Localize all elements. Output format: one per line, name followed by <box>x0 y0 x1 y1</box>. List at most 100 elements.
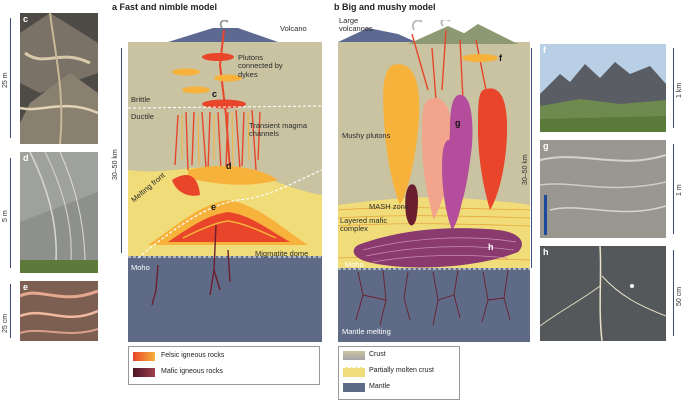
photo-c-texture <box>20 13 98 144</box>
migmatite-core <box>168 212 290 242</box>
marker-g: g <box>455 118 461 128</box>
upper-sill <box>462 54 498 62</box>
panel-a-letter: a <box>112 2 118 12</box>
photo-g-tag: g <box>543 141 549 151</box>
photo-g: g <box>540 140 666 238</box>
mafic-layers <box>362 237 517 263</box>
panel-b-depth-label: 30–50 km <box>522 154 529 185</box>
photo-h-scale: 50 cm <box>676 286 683 306</box>
legend-felsic-label: Felsic igneous rocks <box>161 352 225 359</box>
photo-e-tag: e <box>23 282 29 292</box>
photo-c-tag: c <box>23 14 29 24</box>
label-plutons: Plutons connected by dykes <box>238 53 283 79</box>
photo-f-texture <box>540 44 666 132</box>
small-intrusion <box>172 175 200 196</box>
plume-1 <box>412 20 423 31</box>
marker-d: d <box>226 161 232 171</box>
photo-d-texture <box>20 152 98 273</box>
brittle-ductile-line <box>128 105 322 109</box>
volcano-1 <box>338 28 416 42</box>
legend-partial-swatch <box>343 367 365 377</box>
legend-mafic-swatch <box>133 368 155 377</box>
photo-e-scale: 25 cm <box>2 313 9 333</box>
marker-h: h <box>488 242 494 252</box>
label-large-volcanoes: Large volcanoes <box>339 16 373 34</box>
panel-b-title: b Big and mushy model <box>334 2 436 12</box>
photo-g-scale: 1 m <box>676 184 683 196</box>
legend-felsic-swatch <box>133 352 155 361</box>
legend-mafic-label: Mafic igneous rocks <box>161 368 223 375</box>
mantle-melt-network <box>355 269 511 326</box>
photo-h-tag: h <box>543 247 549 257</box>
marker-e: e <box>211 202 217 212</box>
mantle-layer-b <box>338 268 530 342</box>
marker-c: c <box>212 89 218 99</box>
pluton-3 <box>214 74 242 82</box>
panel-a-diagram <box>128 20 322 342</box>
label-layered: Layered mafic complex <box>340 216 388 234</box>
plume-2 <box>440 20 451 27</box>
photo-c-scale-line <box>10 18 11 138</box>
photo-h: h <box>540 246 666 341</box>
label-moho-a: Moho <box>131 263 150 272</box>
panel-a-title-text: Fast and nimble model <box>119 2 218 12</box>
mafic-pod <box>405 184 418 226</box>
pluton-1 <box>202 53 234 61</box>
photo-d-scale-line <box>10 158 11 268</box>
pluton-5 <box>202 99 246 109</box>
panel-b-letter: b <box>334 2 340 12</box>
main-dyke <box>218 29 231 171</box>
label-transient: Transient magma channels <box>249 121 308 139</box>
panel-b-diagram <box>338 20 530 342</box>
photo-c-scale: 25 m <box>2 72 9 88</box>
legend-crust-swatch <box>343 351 365 360</box>
mushy-pluton-4 <box>478 88 508 210</box>
photo-f: f <box>540 44 666 132</box>
legend-crust-label: Crust <box>369 351 386 358</box>
mushy-pluton-5 <box>442 139 466 230</box>
transient-channels-light <box>181 111 250 167</box>
mafic-roots <box>151 224 231 306</box>
legend-a: Felsic igneous rocks Mafic igneous rocks <box>128 346 320 385</box>
panel-b-title-text: Big and mushy model <box>342 2 436 12</box>
label-mash: MASH zone <box>369 202 410 211</box>
photo-d-scale: 5 m <box>2 210 9 222</box>
photo-g-texture <box>540 140 666 238</box>
photo-e-scale-line <box>10 284 11 338</box>
photo-e-texture <box>20 281 98 341</box>
pluton-4 <box>182 86 210 94</box>
panel-b-depth-line <box>531 48 532 268</box>
photo-d-tag: d <box>23 153 29 163</box>
photo-f-tag: f <box>543 45 546 55</box>
label-migmatite: Migmatite dome <box>255 249 309 258</box>
mushy-pluton-1 <box>383 64 420 205</box>
pluton-2 <box>172 68 200 76</box>
panel-a-depth-label: 30–50 km <box>112 149 119 180</box>
marker-f: f <box>499 53 502 63</box>
legend-b: Crust Partially molten crust Mantle <box>338 346 460 400</box>
photo-e: e <box>20 281 98 341</box>
panel-a-title: a Fast and nimble model <box>112 2 217 12</box>
photo-d: d <box>20 152 98 273</box>
photo-h-scale-line <box>673 250 674 336</box>
label-volcano: Volcano <box>280 24 307 33</box>
photo-c: c <box>20 13 98 144</box>
legend-mantle-swatch <box>343 383 365 392</box>
label-brittle: Brittle <box>131 95 151 104</box>
transient-channels <box>174 109 261 171</box>
photo-f-scale: 1 km <box>676 82 683 98</box>
photo-h-texture <box>540 246 666 341</box>
panel-a-depth-line <box>121 48 122 253</box>
label-mantle-melting: Mantle melting <box>342 327 391 336</box>
migmatite-band <box>182 220 277 239</box>
label-mushy-plutons: Mushy plutons <box>342 131 391 140</box>
melting-front-line <box>137 169 322 259</box>
volcano-plume <box>219 20 229 29</box>
legend-partial-label: Partially molten crust <box>369 367 434 374</box>
photo-g-scale-line <box>673 144 674 234</box>
label-ductile: Ductile <box>131 112 154 121</box>
mantle-layer <box>128 256 322 342</box>
label-moho-b: Moho <box>345 260 364 269</box>
volcano-3 <box>448 24 518 44</box>
dykes-upper <box>411 29 487 101</box>
